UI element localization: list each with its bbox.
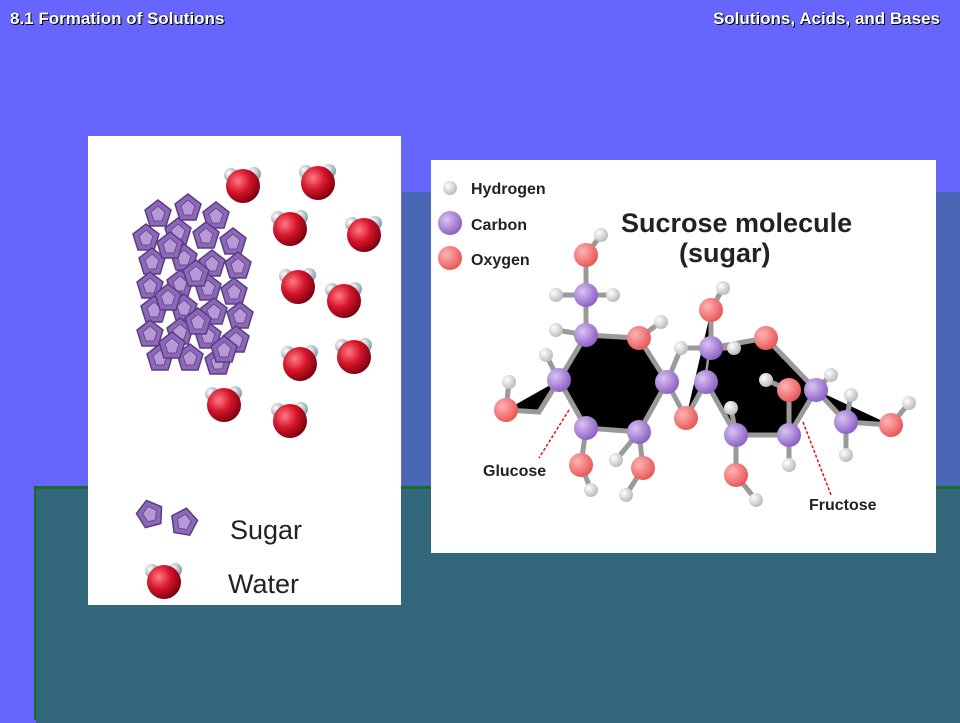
sucrose-figure: Hydrogen Carbon Oxygen Sucrose molecule … bbox=[438, 181, 916, 514]
diagram-title: Sucrose molecule bbox=[621, 208, 852, 238]
atom-key: Hydrogen Carbon Oxygen bbox=[438, 181, 546, 270]
sugar-water-illustration: Sugar Water bbox=[88, 136, 401, 605]
sugar-crystal bbox=[132, 193, 254, 375]
diagram-subtitle: (sugar) bbox=[679, 238, 771, 268]
key-carbon-label: Carbon bbox=[471, 217, 527, 234]
sucrose-molecule-diagram: Hydrogen Carbon Oxygen Sucrose molecule … bbox=[431, 160, 936, 553]
legend-sugar: Sugar bbox=[133, 496, 302, 545]
callout-lines bbox=[538, 409, 832, 496]
molecule-atoms bbox=[494, 228, 916, 507]
fructose-label: Fructose bbox=[809, 497, 877, 514]
background-strip bbox=[34, 486, 37, 720]
legend-water-label: Water bbox=[228, 569, 299, 599]
slide-section-title: 8.1 Formation of Solutions bbox=[10, 9, 225, 28]
sugar-water-figure: Sugar Water bbox=[132, 164, 382, 599]
carbon-key-icon bbox=[438, 211, 462, 235]
glucose-label: Glucose bbox=[483, 463, 546, 480]
oxygen-key-icon bbox=[438, 246, 462, 270]
legend-sugar-label: Sugar bbox=[230, 515, 302, 545]
key-oxygen-label: Oxygen bbox=[471, 252, 530, 269]
hydrogen-key-icon bbox=[443, 181, 457, 195]
slide-chapter-title: Solutions, Acids, and Bases bbox=[712, 9, 940, 28]
key-hydrogen-label: Hydrogen bbox=[471, 181, 546, 198]
legend-water: Water bbox=[145, 563, 299, 599]
